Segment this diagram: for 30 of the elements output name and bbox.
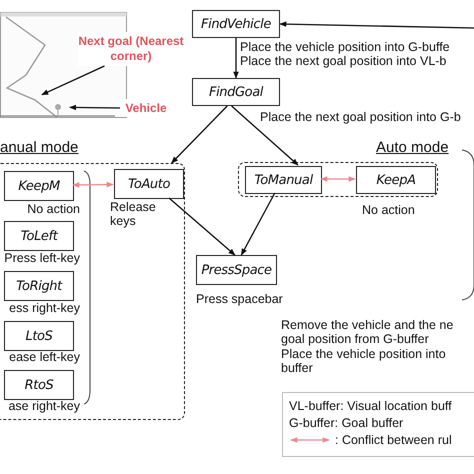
- action-text: No action: [26, 202, 80, 216]
- action-text: ess right-key: [8, 301, 80, 315]
- action-text: Press spacebar: [196, 292, 284, 306]
- arrow: [168, 198, 236, 256]
- action-text: ease left-key: [8, 350, 80, 364]
- arrow: [233, 38, 239, 79]
- legend-text: G-buffer: Goal buffer: [289, 416, 404, 430]
- action-text: Press left-key: [3, 251, 80, 265]
- arrow: [231, 106, 298, 166]
- arrow: [279, 21, 474, 29]
- dashed-group-frame: [238, 162, 438, 197]
- legend-text: VL-buffer: Visual location buff: [289, 399, 452, 413]
- group-heading: Auto mode: [376, 139, 449, 157]
- action-text: Place the next goal position into G-b: [260, 110, 462, 124]
- edge-label: Place the vehicle position into G-buffe Place the next goal position into VL-b: [240, 40, 451, 68]
- action-text: ase right-key: [7, 399, 80, 413]
- conflict-arrow: [72, 182, 114, 188]
- leader-line: [41, 65, 105, 96]
- dashed-group-frame: [0, 163, 185, 420]
- conflict-arrow: [320, 176, 356, 182]
- arrow: [240, 192, 276, 256]
- note-text: Remove the vehicle and the ne goal position from G-buffer: [281, 318, 454, 346]
- legend-text: : Conflict between rul: [335, 433, 452, 447]
- action-text: No action: [362, 203, 416, 217]
- arrow: [171, 106, 228, 164]
- group-heading: anual mode: [0, 139, 78, 157]
- callout-text: Next goal (Nearest corner): [78, 32, 184, 66]
- leader-line: [69, 104, 120, 110]
- note-text: Place the vehicle position into buffer: [281, 347, 447, 375]
- action-text: Release keys: [110, 200, 157, 228]
